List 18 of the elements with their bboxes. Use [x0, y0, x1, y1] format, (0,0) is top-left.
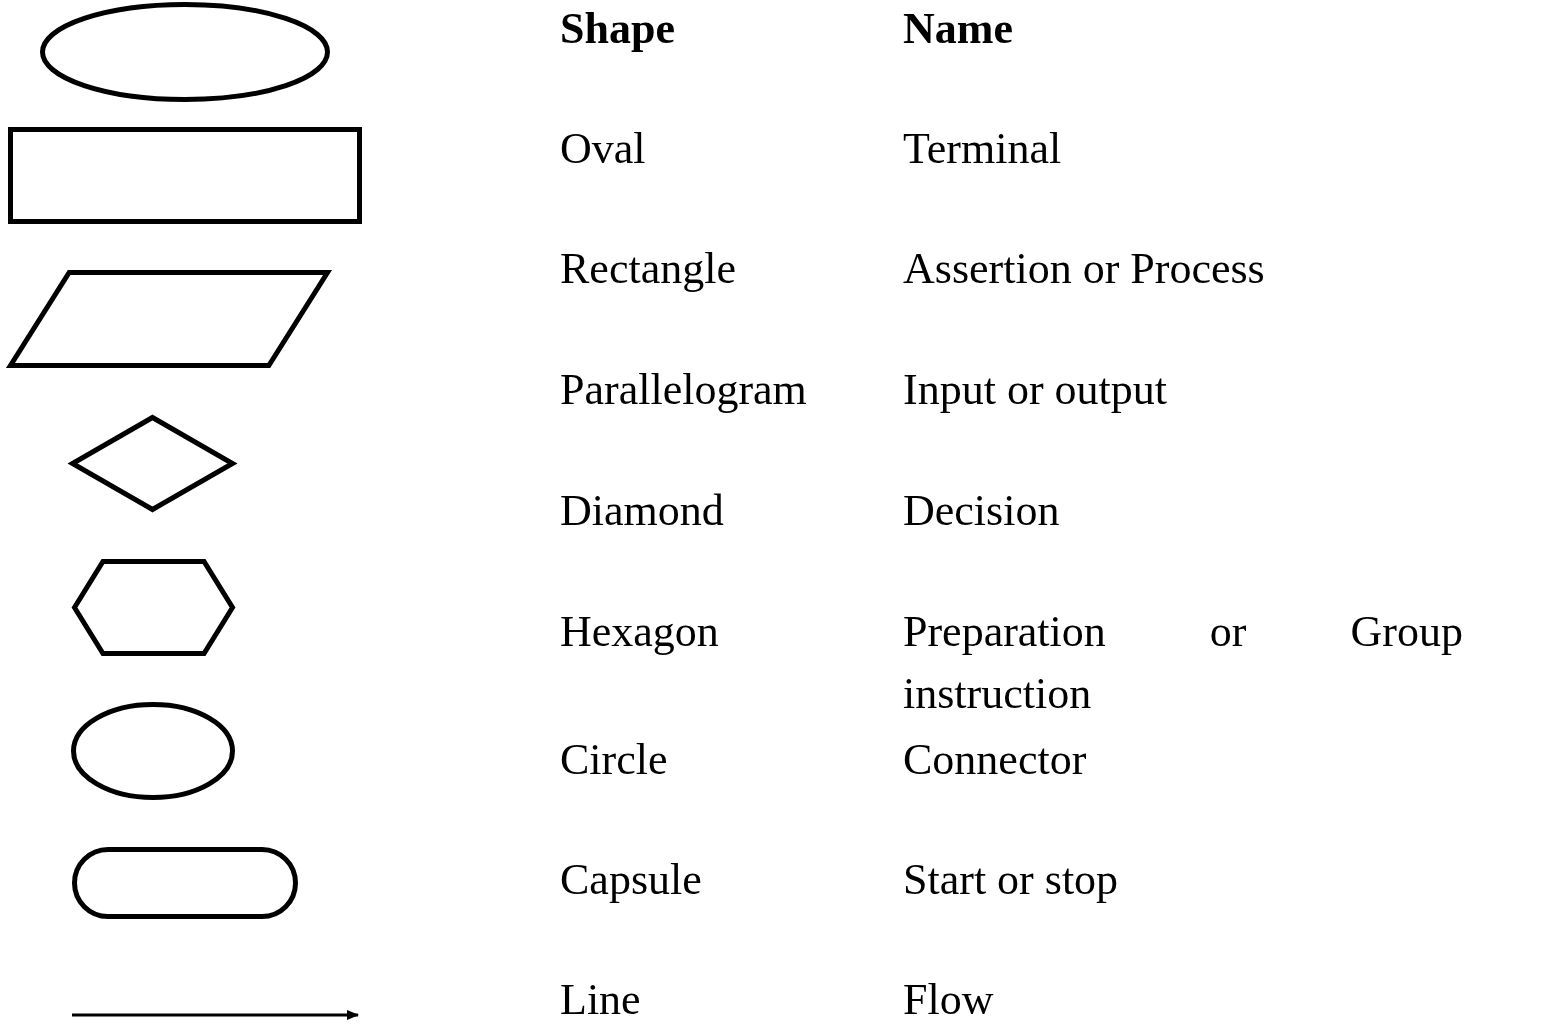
table-cell-text: Circle — [560, 734, 668, 786]
table-cell-text: Connector — [903, 734, 1087, 786]
table-cell-text: Hexagon — [560, 606, 719, 658]
table-cell-text: Parallelogram — [560, 364, 807, 416]
table-cell-text: Rectangle — [560, 243, 736, 295]
table-cell-text: Capsule — [560, 854, 702, 906]
table-cell-text: Oval — [560, 123, 646, 175]
column-header: Shape — [560, 3, 675, 55]
table-cell-text: Preparation or Group instruction — [903, 606, 1463, 720]
table-cell-text: Assertion or Process — [903, 243, 1265, 295]
table-cell-text: Terminal — [903, 123, 1062, 175]
column-header: Name — [903, 3, 1013, 55]
table-cell-text: Line — [560, 974, 641, 1026]
table-cell-text: Decision — [903, 485, 1060, 537]
table-cell-text: Flow — [903, 974, 994, 1026]
table-cell-text: Input or output — [903, 364, 1167, 416]
table-cell-text: Diamond — [560, 485, 724, 537]
table-cell-text: Start or stop — [903, 854, 1119, 906]
